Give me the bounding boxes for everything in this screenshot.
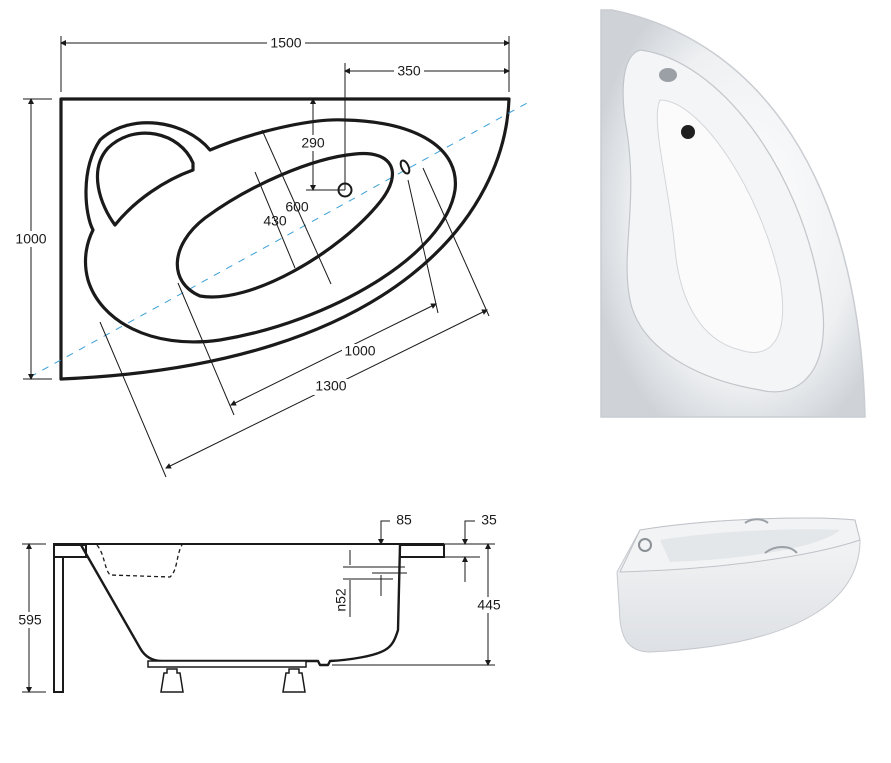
drain-offset-dimension: 350 [397,63,421,79]
overflow-icon [399,159,411,175]
outer-rim [83,118,457,344]
drain-hole-icon [681,125,695,139]
support-leg [53,544,64,693]
rim-flange [399,544,445,558]
tub-photo-perspective [616,517,861,653]
total-height-dimension: 595 [18,612,42,628]
drain-depth-dimension: 290 [301,135,325,151]
headrest [95,131,195,227]
inner-width-dimension: 600 [285,199,309,215]
side-view: 595 445 85 35 n52 [16,512,501,693]
top-view: 1500 350 1000 290 600 430 1000 1300 [14,35,528,478]
depth-dimension: 1000 [15,231,46,247]
inner-length-dimension: 1000 [344,343,375,359]
center-axis-line [29,102,528,378]
base-plate [147,660,307,668]
foot-left [160,668,184,693]
overflow-fitting-icon [659,68,677,82]
headrest-section [96,544,183,578]
handle-icon [638,538,652,552]
tub-side-profile [79,544,402,667]
tub-outline [59,97,511,381]
outer-length-dimension: 1300 [315,378,346,394]
grip-handle-icon [764,546,798,554]
tub-photo-top [600,9,866,418]
rim-thickness-dimension: 35 [481,512,497,528]
tub-height-dimension: 445 [477,597,501,613]
inner-basin [175,151,395,299]
width-dimension: 1500 [270,35,301,51]
overflow-height-label: n52 [333,588,349,612]
rim-width-dimension: 85 [396,512,412,528]
foot-right [282,668,306,693]
bottom-width-dimension: 430 [263,213,287,229]
